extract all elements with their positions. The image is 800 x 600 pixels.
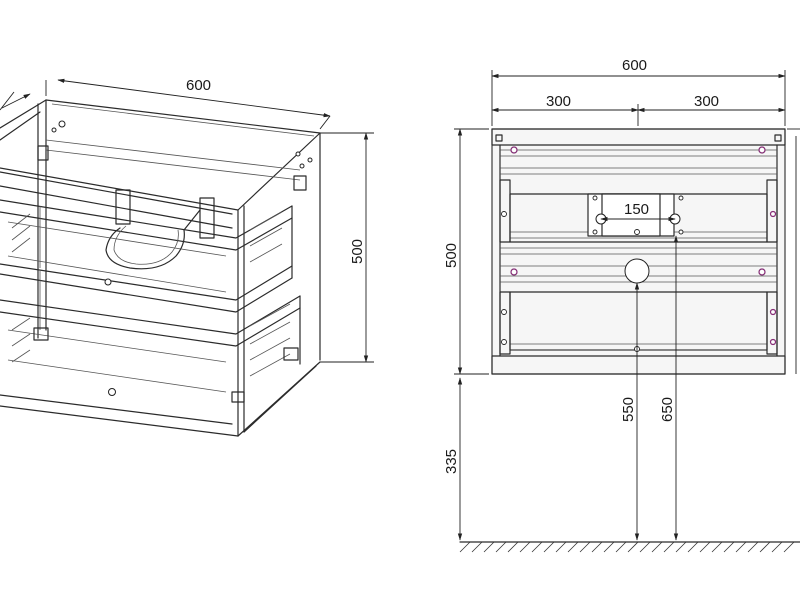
floor-line [459, 541, 800, 553]
floor-hatch-line [471, 541, 483, 553]
floor-hatch-line [555, 541, 567, 553]
floor-hatch-line [627, 541, 639, 553]
floor-hatch-line [783, 541, 795, 553]
lower-drawer [0, 270, 301, 396]
floor-hatch-line [531, 541, 543, 553]
front-total-width-label: 600 [622, 57, 647, 74]
floor-hatching [459, 541, 795, 553]
front-fittings [495, 134, 782, 352]
floor-hatch-line [639, 541, 651, 553]
floor-hatch-line [711, 541, 723, 553]
floor-hatch-line [495, 541, 507, 553]
floor-hatch-line [663, 541, 675, 553]
floor-hatch-line [567, 541, 579, 553]
perspective-height-label: 500 [349, 239, 366, 264]
front-hole-height-label: 550 [620, 397, 637, 422]
floor-hatch-line [615, 541, 627, 553]
floor-hatch-line [747, 541, 759, 553]
floor-hatch-line [687, 541, 699, 553]
perspective-height-dimension: 500 [320, 132, 374, 363]
floor-hatch-line [675, 541, 687, 553]
front-cabinet [491, 128, 786, 375]
floor-hatch-line [771, 541, 783, 553]
front-top-height-dimension: 650 [659, 235, 679, 541]
perspective-corner-dimension [0, 91, 31, 111]
floor-hatch-line [591, 541, 603, 553]
front-body-height-dimension: 500 [443, 128, 489, 375]
front-right-half-label: 300 [694, 93, 719, 110]
front-bracket-spacing-dimension: 150 [600, 201, 676, 222]
front-hole-height-dimension: 550 [620, 282, 640, 541]
front-bracket-spacing-label: 150 [624, 201, 649, 218]
floor-hatch-line [699, 541, 711, 553]
perspective-view: 600 500 [0, 77, 374, 437]
front-side-dimension: 710 [787, 128, 800, 374]
floor-hatch-line [507, 541, 519, 553]
floor-hatch-line [459, 541, 471, 553]
floor-hatch-line [579, 541, 591, 553]
floor-hatch-line [519, 541, 531, 553]
floor-hatch-line [543, 541, 555, 553]
front-total-width-dimension: 600 [491, 57, 786, 126]
front-body-height-label: 500 [443, 243, 460, 268]
floor-hatch-line [735, 541, 747, 553]
front-half-width-dimensions: 300 300 [491, 93, 786, 126]
front-top-height-label: 650 [659, 397, 676, 422]
perspective-width-dimension: 600 [45, 77, 331, 130]
front-floor-clearance-label: 335 [443, 449, 460, 474]
upper-drawer [0, 189, 293, 313]
front-floor-clearance-dimension: 335 [443, 377, 463, 541]
perspective-width-label: 600 [186, 77, 211, 94]
floor-hatch-line [723, 541, 735, 553]
floor-hatch-line [759, 541, 771, 553]
perspective-fittings [33, 120, 313, 403]
front-view: 600 300 300 150 500 335 [443, 57, 800, 553]
floor-hatch-line [483, 541, 495, 553]
floor-hatch-line [603, 541, 615, 553]
floor-hatch-line [651, 541, 663, 553]
front-left-half-label: 300 [546, 93, 571, 110]
